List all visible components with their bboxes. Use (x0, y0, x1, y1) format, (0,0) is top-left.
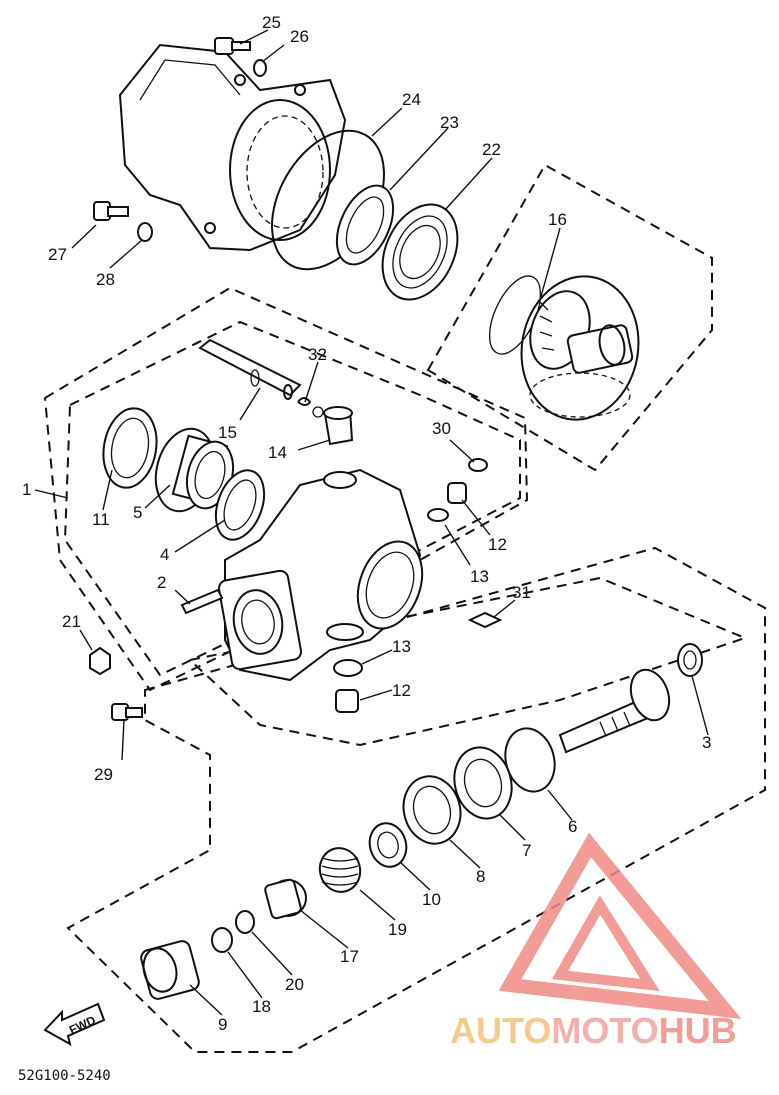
cap-14 (323, 406, 354, 446)
bolt-29 (111, 703, 143, 721)
fwd-arrow-icon: FWD (43, 1002, 106, 1047)
callout-3: 3 (702, 733, 711, 752)
group-outline-gear (426, 163, 713, 472)
callout-18: 18 (252, 997, 271, 1016)
callout-4: 4 (160, 545, 169, 564)
spring-18 (211, 927, 233, 953)
callout-15: 15 (218, 423, 237, 442)
watermark-text-auto: AUTO (450, 1010, 551, 1051)
joint-9 (140, 940, 200, 1000)
watermark-text-moto: MOTO (551, 1010, 658, 1051)
clip-32 (297, 397, 324, 418)
callout-12-lower: 12 (392, 681, 411, 700)
callout-16: 16 (548, 210, 567, 229)
callout-25: 25 (262, 13, 281, 32)
callout-12-upper: 12 (488, 535, 507, 554)
callout-11: 11 (92, 510, 110, 529)
plug-12-upper (447, 482, 467, 504)
drawing-code: 52G100-5240 (18, 1068, 111, 1084)
bearing-housing-cover (118, 43, 347, 252)
callout-9: 9 (218, 1015, 227, 1034)
washer-13-lower (333, 659, 363, 677)
callout-13-lower: 13 (392, 637, 411, 656)
shim-31 (467, 611, 503, 629)
callout-24: 24 (402, 90, 421, 109)
shaft-15 (198, 338, 302, 400)
ring-gear-16 (488, 275, 640, 421)
washer-20 (235, 910, 255, 934)
group-outline-shaft (187, 576, 748, 747)
leader-lines (34, 29, 709, 1016)
callout-22: 22 (482, 140, 501, 159)
callout-5: 5 (133, 503, 142, 522)
stud-bolt-2 (180, 588, 224, 615)
callout-23: 23 (440, 113, 459, 132)
callout-30: 30 (432, 419, 451, 438)
pinion-gear-shaft (558, 668, 671, 754)
plug-12-lower (335, 689, 359, 713)
callout-21: 21 (62, 612, 81, 631)
callout-8: 8 (476, 867, 485, 886)
washer-28 (137, 222, 153, 242)
callout-26: 26 (290, 27, 309, 46)
callout-14: 14 (268, 443, 287, 462)
bearing-22 (381, 203, 459, 301)
group-outline-main (43, 286, 529, 692)
svg-text:AUTOMOTOHUB: AUTOMOTOHUB (450, 1010, 737, 1051)
callout-10: 10 (422, 890, 441, 909)
callout-1: 1 (22, 480, 31, 499)
seal-10 (368, 822, 408, 868)
oil-seal-4 (214, 469, 266, 541)
washer-26 (253, 59, 267, 77)
watermark-triangle-icon (498, 832, 742, 1019)
callout-20: 20 (285, 975, 304, 994)
callout-32: 32 (308, 345, 327, 364)
callout-2: 2 (157, 573, 166, 592)
callout-6: 6 (568, 817, 577, 836)
callout-28: 28 (96, 270, 115, 289)
group-outline-inner (63, 320, 521, 677)
spring-19 (318, 847, 362, 893)
callout-27: 27 (48, 245, 67, 264)
callout-31: 31 (512, 583, 531, 602)
callout-17: 17 (340, 947, 359, 966)
bearing-7 (453, 746, 513, 820)
bolt-25 (214, 37, 251, 55)
nut-8 (402, 775, 462, 845)
watermark-logo: AUTOMOTOHUB (450, 832, 742, 1051)
bearing-3 (677, 643, 703, 677)
gasket-11 (102, 407, 158, 489)
nut-21 (89, 646, 111, 676)
callout-numbers: 1 2 3 4 5 6 7 8 9 10 11 12 12 13 13 14 1… (22, 13, 711, 1034)
washer-13-upper (427, 508, 449, 522)
coupling-gear-17 (264, 878, 307, 920)
callout-29: 29 (94, 765, 113, 784)
callout-7: 7 (522, 841, 531, 860)
differential-case-1 (217, 468, 424, 682)
callout-13-upper: 13 (470, 567, 489, 586)
bolt-27 (93, 201, 129, 221)
callout-19: 19 (388, 920, 407, 939)
oil-seal-23 (335, 184, 395, 266)
group-outline-lower (66, 546, 766, 1053)
watermark-text-hub: HUB (659, 1010, 737, 1051)
